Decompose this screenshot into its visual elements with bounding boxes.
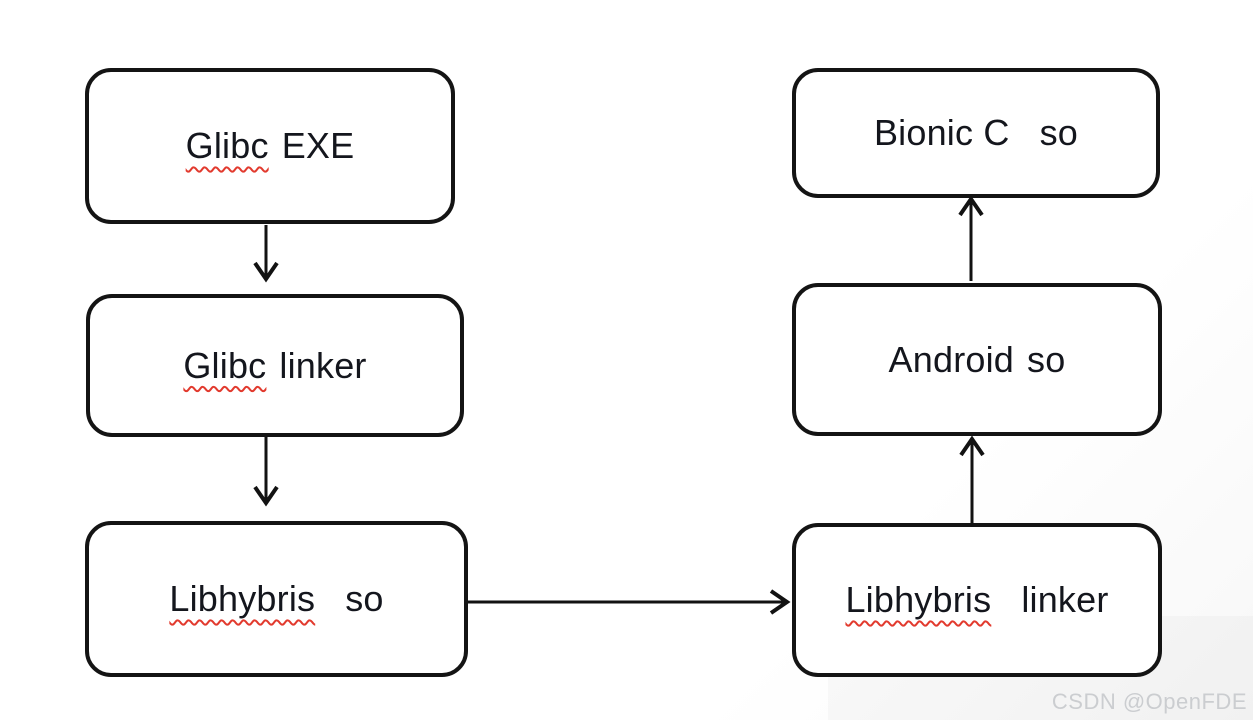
arrow-android-so-to-bionic-c-so (958, 195, 984, 281)
arrow-libhybris-linker-to-android-so (959, 435, 985, 527)
node-label: Libhybris linker (845, 579, 1108, 621)
node-label: Android so (889, 339, 1066, 381)
node-label: Bionic C so (874, 112, 1078, 154)
node-label-word2: linker (1021, 579, 1109, 620)
node-label: Libhybris so (169, 578, 383, 620)
node-label-word2: so (345, 578, 384, 619)
node-label-word2: EXE (281, 125, 355, 166)
node-label-word2: so (1027, 338, 1066, 380)
node-label-word1: Android (888, 338, 1015, 380)
node-label-word1: Libhybris (169, 578, 316, 619)
csdn-watermark: CSDN @OpenFDE (1051, 689, 1247, 714)
node-android-so: Android so (792, 283, 1162, 436)
arrow-glibc-linker-to-libhybris-so (253, 437, 279, 507)
node-label: Glibc EXE (186, 125, 355, 167)
node-label-word1: Bionic C (873, 112, 1010, 153)
node-label-word1: Libhybris (845, 579, 992, 620)
node-label-word1: Glibc (185, 125, 269, 166)
node-glibc-exe: Glibc EXE (85, 68, 455, 224)
node-label-word2: linker (279, 344, 367, 386)
arrow-glibc-exe-to-glibc-linker (253, 225, 279, 283)
arrow-libhybris-so-to-libhybris-linker (468, 589, 791, 615)
node-label-word2: so (1039, 112, 1079, 153)
node-label: Glibc linker (183, 345, 366, 387)
node-bionic-c-so: Bionic C so (792, 68, 1160, 198)
node-libhybris-so: Libhybris so (85, 521, 468, 677)
node-glibc-linker: Glibc linker (86, 294, 464, 437)
node-libhybris-linker: Libhybris linker (792, 523, 1162, 677)
node-label-word1: Glibc (183, 344, 267, 386)
